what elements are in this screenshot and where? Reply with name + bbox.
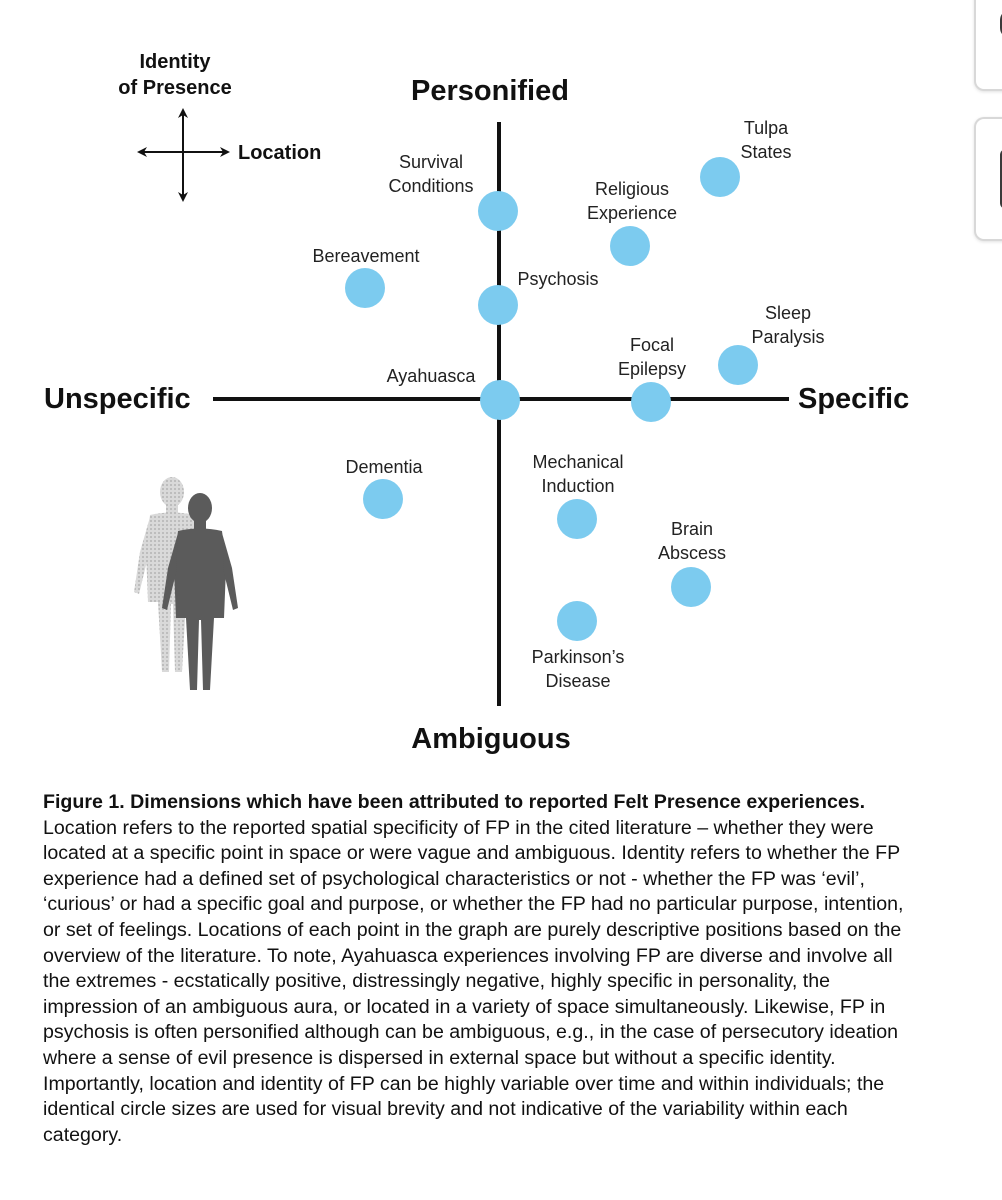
label-mechanical-induction-line-1: Mechanical	[532, 452, 623, 472]
label-tulpa-states-line-1: Tulpa	[744, 118, 789, 138]
side-panel-icon-2	[1000, 149, 1002, 209]
legend: Identity of Presence Location	[118, 51, 321, 202]
point-psychosis	[478, 285, 518, 325]
label-brain-abscess-line-1: Brain	[671, 519, 713, 539]
label-tulpa-states-line-2: States	[740, 142, 791, 162]
side-panel-tab-2[interactable]	[974, 117, 1002, 241]
point-bereavement	[345, 268, 385, 308]
label-survival-conditions-line-1: Survival	[399, 152, 463, 172]
axes: Personified Ambiguous Unspecific Specifi…	[44, 75, 909, 755]
solid-silhouette	[162, 493, 238, 690]
label-sleep-paralysis-line-2: Paralysis	[751, 327, 824, 347]
label-parkinson-s-disease-line-2: Disease	[545, 671, 610, 691]
point-tulpa-states	[700, 157, 740, 197]
point-dementia	[363, 479, 403, 519]
axis-title-right: Specific	[798, 383, 909, 415]
figure-caption-title: Figure 1. Dimensions which have been att…	[43, 791, 866, 813]
point-focal-epilepsy	[631, 382, 671, 422]
figure-caption: Figure 1. Dimensions which have been att…	[43, 790, 923, 1148]
human-silhouette-icon	[134, 477, 238, 690]
label-focal-epilepsy-line-2: Epilepsy	[618, 359, 686, 379]
side-panel-icon-1	[1000, 10, 1002, 38]
label-survival-conditions-line-2: Conditions	[388, 176, 473, 196]
felt-presence-diagram: Identity of Presence Location Personifie…	[44, 51, 909, 755]
label-psychosis-line-1: Psychosis	[517, 269, 598, 289]
point-mechanical-induction	[557, 499, 597, 539]
point-religious-experience	[610, 226, 650, 266]
legend-identity-label-line-1: Identity	[139, 51, 211, 73]
label-ayahuasca-line-1: Ayahuasca	[387, 366, 477, 386]
axis-title-bottom: Ambiguous	[411, 723, 571, 755]
label-religious-experience-line-1: Religious	[595, 179, 669, 199]
legend-location-label: Location	[238, 142, 321, 164]
label-brain-abscess-line-2: Abscess	[658, 543, 726, 563]
label-dementia-line-1: Dementia	[345, 457, 423, 477]
legend-identity-label-line-2: of Presence	[118, 77, 231, 99]
label-bereavement-line-1: Bereavement	[312, 246, 419, 266]
label-religious-experience-line-2: Experience	[587, 203, 677, 223]
label-sleep-paralysis-line-1: Sleep	[765, 303, 811, 323]
label-parkinson-s-disease-line-1: Parkinson’s	[532, 647, 625, 667]
point-ayahuasca	[480, 380, 520, 420]
figure-caption-body: Location refers to the reported spatial …	[43, 816, 904, 1146]
label-focal-epilepsy-line-1: Focal	[630, 335, 674, 355]
point-parkinson-s-disease	[557, 601, 597, 641]
axis-title-top: Personified	[411, 75, 569, 107]
label-mechanical-induction-line-2: Induction	[541, 476, 614, 496]
axis-title-left: Unspecific	[44, 383, 191, 415]
point-brain-abscess	[671, 567, 711, 607]
side-panel-tab-1[interactable]	[974, 0, 1002, 91]
point-sleep-paralysis	[718, 345, 758, 385]
point-survival-conditions	[478, 191, 518, 231]
